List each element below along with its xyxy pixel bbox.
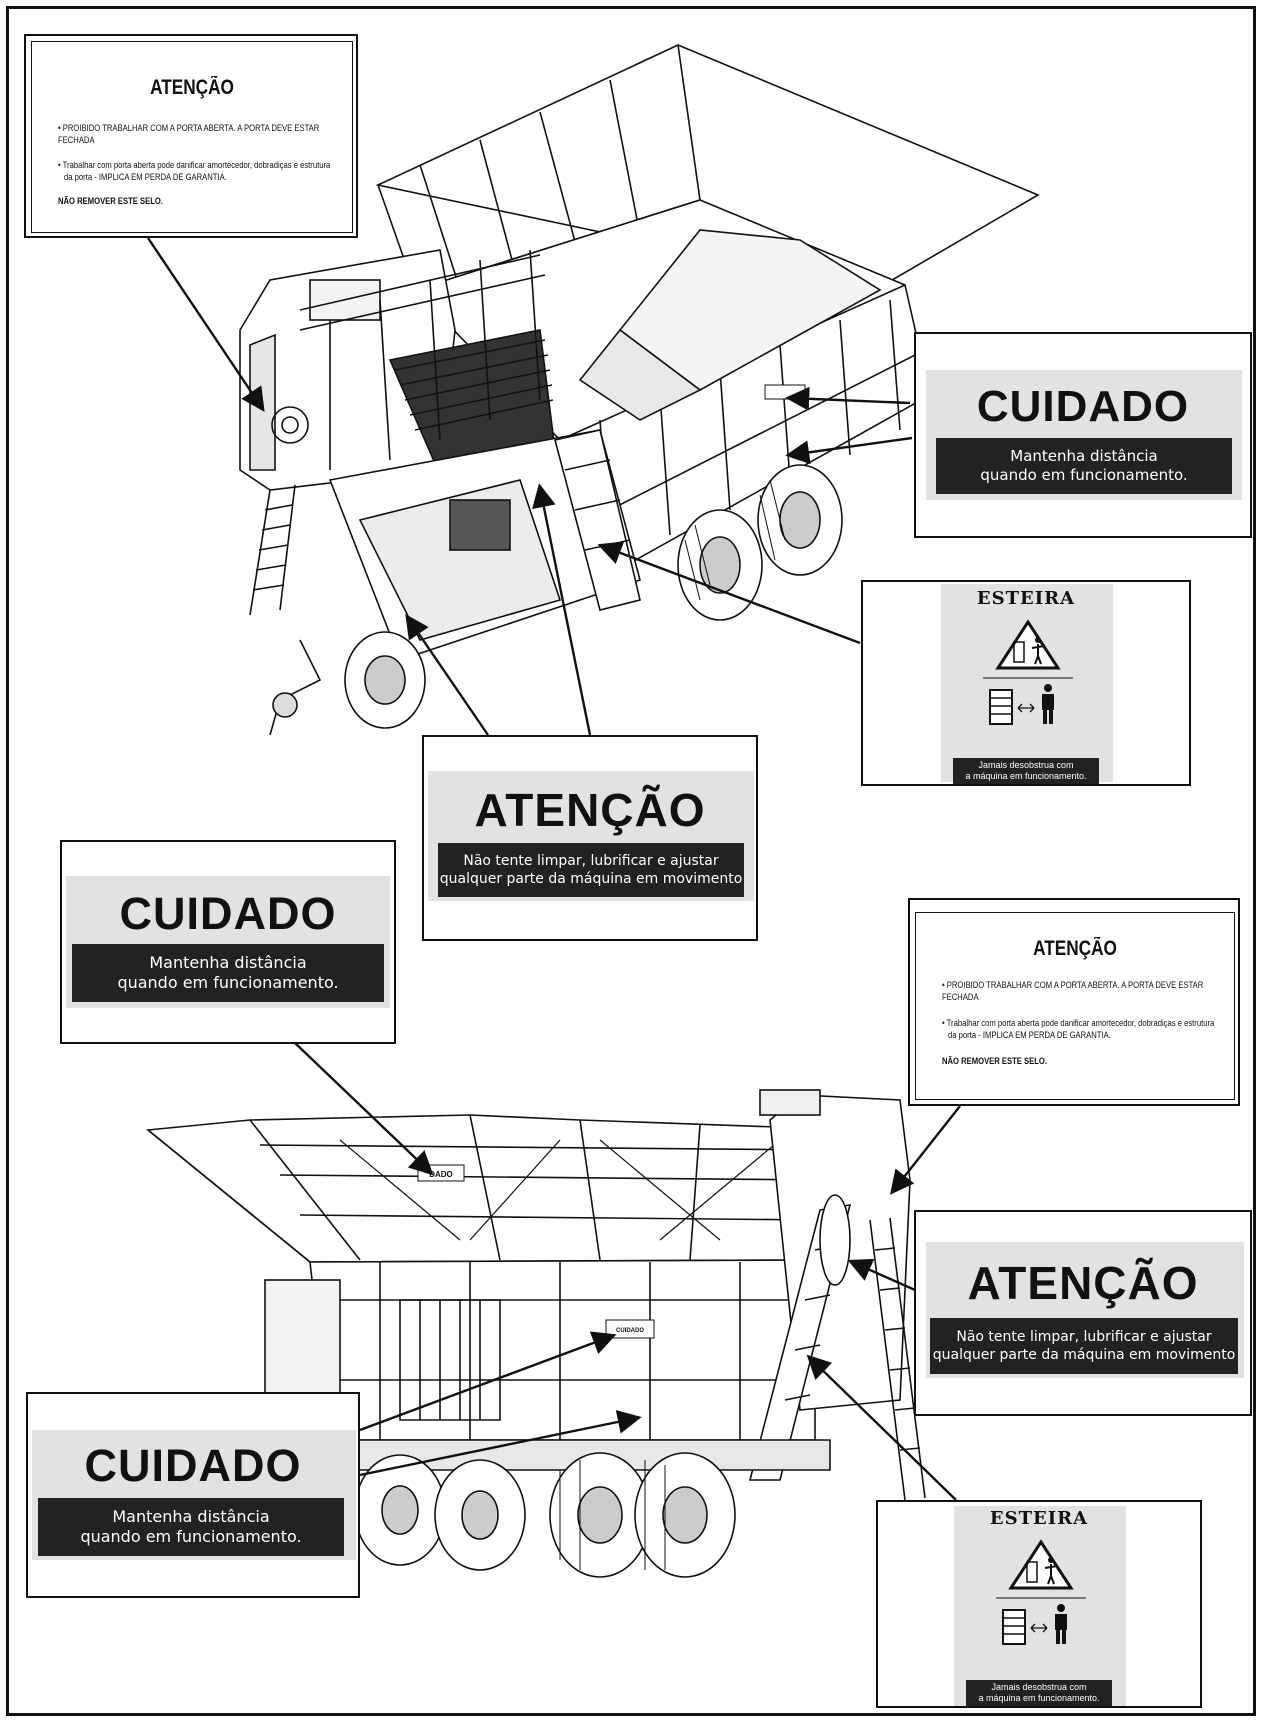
esteira-line-2: a máquina em funcionamento. [965,771,1087,781]
esteira-caption: Jamais desobstrua com a máquina em funci… [953,758,1099,784]
atencao-line-1: Não tente limpar, lubrificar e ajustar [463,853,719,869]
notice-line-2: • Trabalhar com porta aberta pode danifi… [942,1018,1215,1028]
atencao-line-2: qualquer parte da máquina em movimento [439,871,743,887]
leader-line-cuidado-bottom-1 [359,1331,617,1432]
cuidado-line-1: Mantenha distância [1010,447,1158,465]
cuidado-message: Mantenha distância quando em funcionamen… [72,944,384,1002]
conveyor-warning-icon [983,619,1073,725]
cuidado-title: CUIDADO [84,1440,302,1491]
leader-line-cuidado-mid [294,1042,434,1176]
cuidado-line-1: Mantenha distância [149,953,307,972]
cuidado-label-top-right: CUIDADO Mantenha distância quando em fun… [914,332,1252,538]
leader-line-esteira-bottom [806,1354,957,1501]
top-machine [239,44,1040,736]
atencao-door-notice-bottom: ATENÇÃO • PROIBIDO TRABALHAR COM A PORTA… [908,898,1240,1106]
cuidado-line-2: quando em funcionamento. [980,466,1188,484]
atencao-door-notice-top: ATENÇÃO • PROIBIDO TRABALHAR COM A PORTA… [24,34,358,238]
leader-line-cuidado-top-1 [785,386,911,411]
leader-line-cuidado-bottom-2 [359,1410,642,1477]
atencao-line-1: Não tente limpar, lubrificar e ajustar [956,1329,1212,1345]
conveyor-warning-icon [996,1539,1086,1645]
esteira-line-1: Jamais desobstrua com [978,760,1074,770]
atencao-line-2: qualquer parte da máquina em movimento [932,1347,1236,1363]
notice-inner-frame: ATENÇÃO • PROIBIDO TRABALHAR COM A PORTA… [31,41,353,233]
atencao-motion-label-bottom: ATENÇÃO Não tente limpar, lubrificar e a… [914,1210,1252,1416]
esteira-line-1: Jamais desobstrua com [991,1682,1087,1692]
notice-line-4: NÃO REMOVER ESTE SELO. [942,1056,1048,1066]
atencao-title: ATENÇÃO [967,1257,1199,1309]
leader-line-door-top [147,237,265,412]
cuidado-title: CUIDADO [976,382,1190,431]
esteira-caption: Jamais desobstrua com a máquina em funci… [966,1680,1112,1706]
notice-line-1: • PROIBIDO TRABALHAR COM A PORTA ABERTA.… [58,123,320,145]
leader-line-cuidado-top-2 [785,436,913,465]
esteira-label-bottom: ESTEIRA Jamais desobstrua com a máquina … [876,1500,1202,1708]
notice-title: ATENÇÃO [1033,937,1117,960]
cuidado-line-1: Mantenha distância [112,1507,270,1526]
notice-line-4: NÃO REMOVER ESTE SELO. [58,196,164,206]
atencao-title: ATENÇÃO [474,784,706,836]
decal-cuidado-text: CUIDADO [616,1328,644,1334]
notice-title: ATENÇÃO [150,76,234,99]
page-frame [6,6,1256,1716]
esteira-title: ESTEIRA [989,1508,1089,1529]
notice-inner-frame: ATENÇÃO • PROIBIDO TRABALHAR COM A PORTA… [915,912,1235,1100]
leader-line-atencao-top-1 [405,614,489,736]
leader-lines [147,237,961,1501]
esteira-line-2: a máquina em funcionamento. [978,1693,1100,1703]
cuidado-line-2: quando em funcionamento. [117,973,339,992]
notice-line-3: da porta - IMPLICA EM PERDA DE GARANTIA. [64,172,227,182]
decal-dado-text: DADO [429,1170,453,1179]
atencao-message: Não tente limpar, lubrificar e ajustar q… [438,843,744,897]
esteira-title: ESTEIRA [976,588,1076,609]
leader-line-esteira-top [597,541,861,645]
cuidado-title: CUIDADO [119,888,337,939]
leader-line-atencao-bottom [847,1258,916,1292]
cuidado-message: Mantenha distância quando em funcionamen… [38,1498,344,1556]
esteira-label-top: ESTEIRA Jamais desobstrua com a máquina … [861,580,1191,786]
leader-line-atencao-top-2 [532,483,592,736]
cuidado-label-bottom-left: CUIDADO Mantenha distância quando em fun… [26,1392,360,1598]
notice-line-2: • Trabalhar com porta aberta pode danifi… [58,160,331,170]
notice-line-1: • PROIBIDO TRABALHAR COM A PORTA ABERTA.… [942,980,1204,1002]
cuidado-line-2: quando em funcionamento. [80,1527,302,1546]
atencao-motion-label-center: ATENÇÃO Não tente limpar, lubrificar e a… [422,735,758,941]
atencao-message: Não tente limpar, lubrificar e ajustar q… [930,1318,1238,1374]
cuidado-message: Mantenha distância quando em funcionamen… [936,438,1232,494]
cuidado-label-middle-left: CUIDADO Mantenha distância quando em fun… [60,840,396,1044]
leader-line-door-bottom [890,1105,961,1195]
notice-line-3: da porta - IMPLICA EM PERDA DE GARANTIA. [948,1030,1111,1040]
